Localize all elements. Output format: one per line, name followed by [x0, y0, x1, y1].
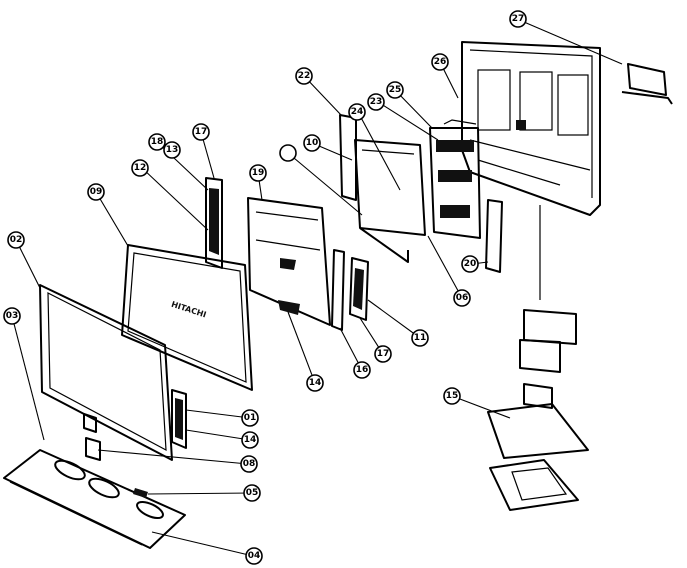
- callout-05: 05: [243, 484, 261, 502]
- front-frame: [39, 284, 173, 461]
- callout-25-label: 26: [434, 57, 447, 67]
- callout-21: 22: [295, 67, 313, 85]
- callout-10-label: 10: [306, 138, 319, 148]
- callout-04: 04: [245, 547, 263, 565]
- callout-12-label: 12: [134, 163, 147, 173]
- callout-19: 19: [249, 164, 267, 182]
- side-bracket-right: [485, 199, 503, 273]
- callout-21-label: 22: [298, 71, 311, 81]
- callout-03-label: 03: [6, 311, 19, 321]
- callout-14: 14: [306, 374, 324, 392]
- control-board: [83, 413, 101, 461]
- callout-24: 25: [386, 81, 404, 99]
- chassis-plate: [247, 197, 331, 326]
- callout-17-top-label: 17: [195, 127, 208, 137]
- callout-24-label: 25: [389, 85, 402, 95]
- callout-15-label: 15: [446, 391, 459, 401]
- callout-10: 10: [303, 134, 321, 152]
- side-bracket-left: [339, 114, 357, 201]
- callout-17-label: 17: [377, 349, 390, 359]
- front-bottom-bezel: [3, 449, 186, 549]
- callout-06: 06: [453, 289, 471, 307]
- callout-02-label: 02: [10, 235, 23, 245]
- panel-logo: HITACHI: [170, 300, 207, 320]
- callout-08: 08: [240, 455, 258, 473]
- callout-14-lower-label: 14: [244, 435, 257, 445]
- callout-22-label: 23: [370, 97, 383, 107]
- rear-cover-bracket: [621, 63, 673, 105]
- callout-12: 12: [131, 159, 149, 177]
- callout-26: 27: [509, 10, 527, 28]
- callout-18-label: 18: [151, 137, 164, 147]
- callout-26-label: 27: [512, 14, 525, 24]
- callout-18: 18: [148, 133, 166, 151]
- callout-17: 17: [374, 345, 392, 363]
- callout-13: 13: [163, 141, 181, 159]
- side-speaker-grille: [171, 389, 187, 449]
- callout-03: 03: [3, 307, 21, 325]
- main-pcb-assembly: [429, 119, 481, 239]
- callout-11-label: 11: [414, 333, 427, 343]
- signal-pcb: [354, 139, 426, 263]
- callout-11: 11: [411, 329, 429, 347]
- callout-08-label: 08: [243, 459, 256, 469]
- callout-09: 09: [87, 183, 105, 201]
- rear-cover: [461, 41, 601, 216]
- callout-01-label: 01: [244, 413, 257, 423]
- callout-04-label: 04: [248, 551, 261, 561]
- callout-13-label: 13: [166, 145, 179, 155]
- callout-16: 16: [353, 361, 371, 379]
- callout-02: 02: [7, 231, 25, 249]
- stand-neck: [519, 205, 577, 409]
- callout-23-label: 24: [351, 107, 364, 117]
- callout-27: [279, 144, 297, 162]
- callout-16-label: 16: [356, 365, 369, 375]
- callout-14-label: 14: [309, 378, 322, 388]
- callout-15: 15: [443, 387, 461, 405]
- callout-06-label: 06: [456, 293, 469, 303]
- callout-01: 01: [241, 409, 259, 427]
- plasma-panel: HITACHI: [121, 244, 253, 391]
- callout-23: 24: [348, 103, 366, 121]
- vertical-pcbs: [331, 249, 369, 331]
- leader-lines: [11, 21, 623, 557]
- callout-17-top: 17: [192, 123, 210, 141]
- callout-05-label: 05: [246, 488, 259, 498]
- stand-base: [487, 403, 589, 511]
- speaker-units: [205, 177, 223, 269]
- callout-22: 23: [367, 93, 385, 111]
- callout-25: 26: [431, 53, 449, 71]
- callout-09-label: 09: [90, 187, 103, 197]
- callout-20-label: 20: [464, 259, 477, 269]
- callout-20: 20: [461, 255, 479, 273]
- callout-14-lower: 14: [241, 431, 259, 449]
- callout-19-label: 19: [252, 168, 265, 178]
